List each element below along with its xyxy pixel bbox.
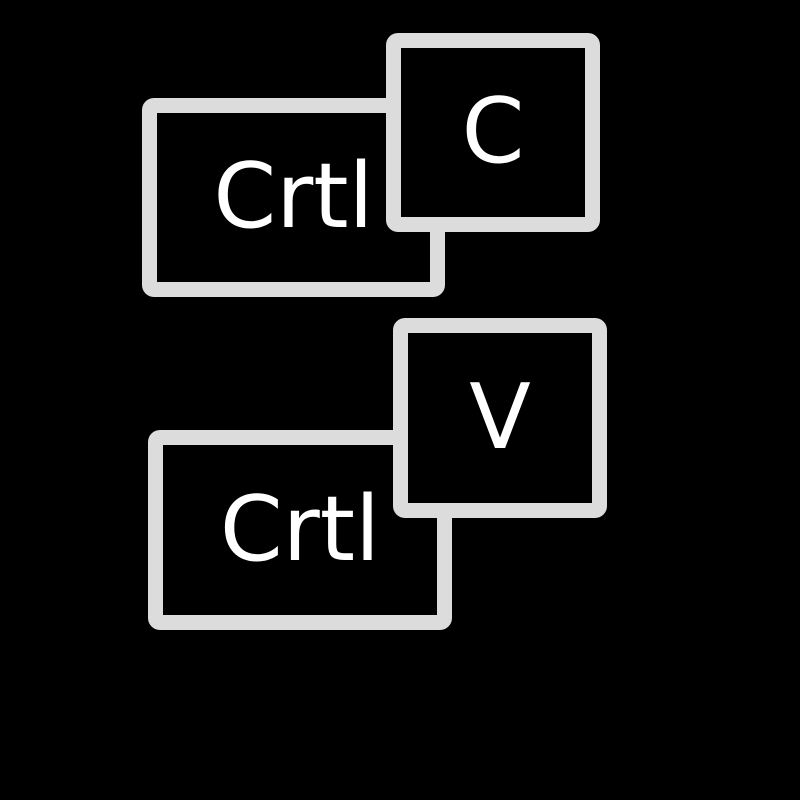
key-v: V: [393, 318, 607, 518]
key-ctrl-paste-label: Crtl: [219, 476, 381, 582]
key-c-label: C: [461, 79, 525, 185]
key-c: C: [386, 33, 600, 232]
key-v-label: V: [469, 364, 531, 470]
key-ctrl-copy-label: Crtl: [213, 144, 374, 250]
